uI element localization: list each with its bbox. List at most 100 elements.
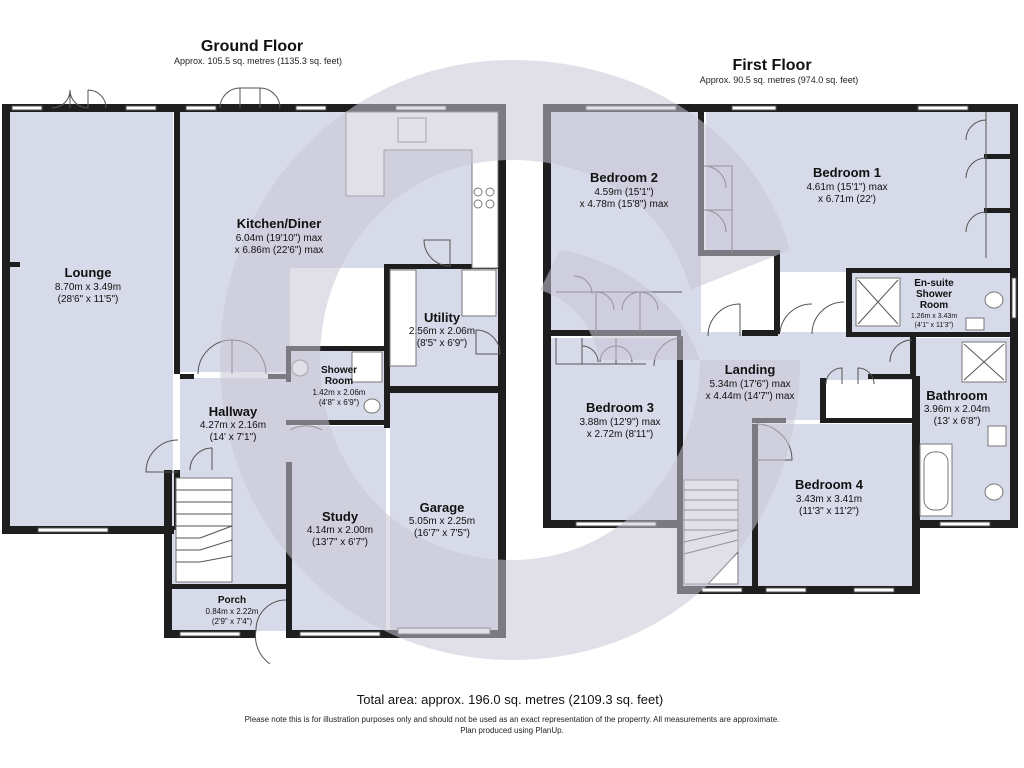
wall-ensuite-left	[846, 268, 852, 336]
wardrobe-bed1	[965, 112, 987, 258]
wall-ensuite-top	[846, 268, 1010, 273]
shower-name-1: Shower	[321, 365, 357, 376]
bedroom2-dim-2: x 4.78m (15'8") max	[580, 199, 669, 210]
bathtub-inner	[923, 451, 949, 511]
bedroom2-name: Bedroom 2	[590, 170, 658, 185]
window-study-bottom	[299, 631, 381, 637]
wall-bed4-top	[820, 418, 916, 423]
hob-ring-2	[485, 187, 495, 197]
hob-ring-1	[473, 187, 483, 197]
ensuite-dim-2: (4'1" x 11'3")	[915, 322, 954, 329]
utility-cupboard	[461, 269, 497, 317]
wall-landing-cupboard	[820, 378, 826, 422]
ensuite-name-3: Room	[920, 300, 948, 311]
hallway-dim-2: (14' x 7'1")	[210, 432, 257, 443]
window-lounge-top-2	[125, 105, 157, 111]
window-kitchen-top-1	[185, 105, 217, 111]
ensuite-wc	[984, 291, 1004, 309]
window-ensuite	[1011, 277, 1017, 319]
wall-hall-left-stub	[10, 262, 20, 267]
study-name: Study	[322, 509, 359, 524]
wall-utility-bottom	[390, 386, 498, 390]
bedroom4-dim-1: 3.43m x 3.41m	[796, 494, 862, 505]
porch-dim-1: 0.84m x 2.22m	[206, 607, 259, 616]
window-bed4-b	[853, 587, 895, 593]
window-bath	[939, 521, 991, 527]
shower-dim-2: (4'8" x 6'9")	[319, 398, 360, 407]
landing-name: Landing	[725, 362, 776, 377]
lounge-room	[8, 112, 173, 526]
shower-wc	[363, 398, 381, 414]
ground-wall-porch-left	[164, 470, 172, 638]
ensuite-dim-1: 1.26m x 3.43m	[911, 313, 957, 320]
first-wall-left	[543, 104, 551, 528]
window-lounge-bottom	[37, 527, 109, 533]
lounge-name: Lounge	[65, 265, 112, 280]
wall-bath-left	[910, 336, 916, 378]
plan-credit: Plan produced using PlanUp.	[460, 726, 564, 735]
door-utility	[475, 329, 501, 355]
garage-dim-1: 5.05m x 2.25m	[409, 516, 475, 527]
shower-name-2: Room	[325, 376, 353, 387]
bedroom4-name: Bedroom 4	[795, 477, 864, 492]
ground-wall-top-right	[176, 104, 506, 112]
door-porch	[254, 599, 287, 665]
door-bathroom	[889, 339, 913, 363]
door-ensuite	[811, 301, 845, 335]
first-wall-top	[543, 104, 1018, 112]
window-bed1-b	[917, 105, 969, 111]
first-wall-bed4-right	[912, 376, 920, 594]
shower-tray	[351, 351, 383, 383]
bathroom-name: Bathroom	[926, 388, 987, 403]
window-porch-bottom	[179, 631, 241, 637]
wall-utility-left	[384, 268, 390, 428]
porch-name: Porch	[218, 595, 246, 606]
window-lounge-top-1	[11, 105, 43, 111]
hob-ring-3	[473, 199, 483, 209]
window-stairs	[701, 587, 743, 593]
utility-dim-2: (8'5" x 6'9")	[417, 338, 467, 349]
bathroom-dim-1: 3.96m x 2.04m	[924, 404, 990, 415]
porch-room	[170, 589, 290, 631]
ensuite-basin	[965, 317, 985, 331]
wall-bed1-right-stub	[984, 154, 1010, 159]
landing-dim-2: x 4.44m (14'7") max	[706, 391, 795, 402]
first-floor-title: First Floor	[732, 57, 811, 74]
landing-dim-1: 5.34m (17'6") max	[709, 379, 790, 390]
french-door-kitchen	[219, 87, 281, 109]
wall-bed1-landing	[774, 250, 780, 334]
lounge-dim-imperial: (28'6" x 11'5")	[58, 294, 119, 305]
door-bed1	[779, 303, 813, 333]
wall-utility-top	[384, 264, 498, 269]
french-door-lounge	[51, 89, 107, 109]
door-kitchen-utility	[423, 239, 451, 267]
ensuite-name-1: En-suite	[914, 278, 954, 289]
first-floor-area: Approx. 90.5 sq. metres (974.0 sq. feet)	[700, 75, 859, 85]
wall-porch-top	[172, 584, 290, 589]
ground-floor-title: Ground Floor	[201, 38, 303, 55]
porch-dim-2: (2'9" x 7'4")	[212, 617, 253, 626]
wall-lounge-kitchen	[174, 112, 180, 374]
garage-name: Garage	[420, 500, 465, 515]
landing-cupboard-doors	[825, 367, 875, 385]
watermark-logo	[220, 60, 800, 660]
bedroom4-dim-2: (11'3" x 11'2")	[799, 506, 859, 517]
bedroom1-dim-1: 4.61m (15'1") max	[806, 182, 887, 193]
bathroom-basin	[987, 425, 1007, 447]
bedroom3-dim-2: x 2.72m (8'11")	[587, 429, 653, 440]
wall-bed2-bottom-2	[742, 330, 778, 336]
window-bed1-a	[731, 105, 777, 111]
utility-counter	[389, 269, 417, 367]
hallway-dim-1: 4.27m x 2.16m	[200, 420, 266, 431]
wall-bed3-right	[677, 336, 683, 516]
total-area: Total area: approx. 196.0 sq. metres (21…	[357, 692, 663, 707]
study-dim-1: 4.14m x 2.00m	[307, 525, 373, 536]
bedroom3-name: Bedroom 3	[586, 400, 654, 415]
garage-dim-2: (16'7" x 7'5")	[414, 528, 470, 539]
ensuite-tray-lines	[857, 279, 899, 325]
hallway-name: Hallway	[209, 404, 258, 419]
wall-shower-top	[286, 346, 386, 351]
ground-wall-top-left	[2, 104, 178, 112]
window-kitchen-top-2	[295, 105, 327, 111]
window-bed4-a	[765, 587, 807, 593]
